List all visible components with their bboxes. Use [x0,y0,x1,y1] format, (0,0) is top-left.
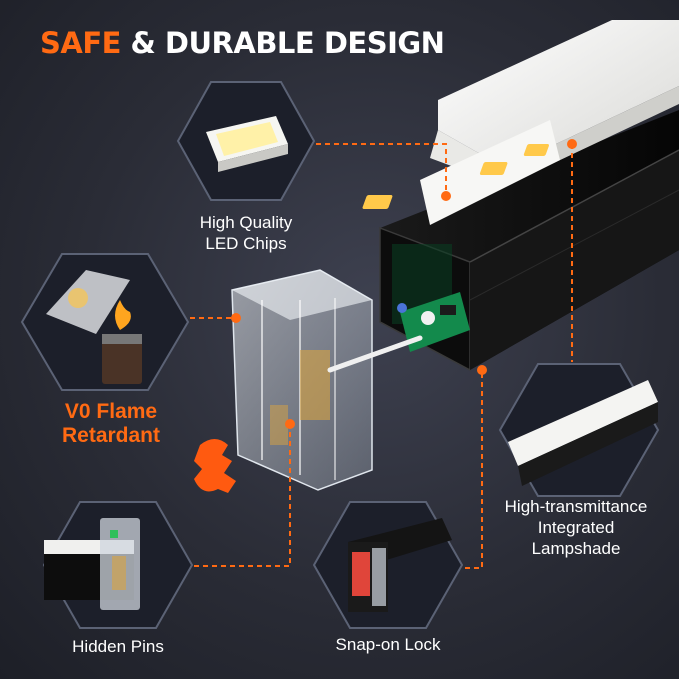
headline-rest: & DURABLE DESIGN [120,26,445,60]
hex-lampshade [498,363,660,497]
hex-snap-on-lock [312,501,464,629]
label-led-chips: High Quality LED Chips [199,213,293,253]
callout-lines [190,143,573,569]
clear-connector [231,269,373,491]
snap-lock-icon [348,518,452,612]
flame-icon [115,300,131,330]
hex-led-chips [176,81,316,201]
cable [327,335,423,373]
hex-flame-retardant [20,253,190,391]
led-chip-icon [206,116,288,172]
hex-hidden-pins [42,501,194,629]
headline-accent: SAFE [40,26,121,60]
lighter-icon [102,334,142,384]
led-chips [362,144,549,209]
lampshade-icon [508,380,658,486]
label-flame-retardant: V0 Flame Retardant [61,400,161,447]
hidden-pins-icon [44,518,140,610]
orange-clip [194,439,236,493]
connector-corner-icon [46,270,130,334]
headline: SAFE & DURABLE DESIGN [40,26,445,60]
label-lampshade: High-transmittance Integrated Lampshade [504,497,648,558]
label-snap-on-lock: Snap-on Lock [335,635,441,654]
callout-dots [231,139,577,429]
label-hidden-pins: Hidden Pins [72,637,164,656]
